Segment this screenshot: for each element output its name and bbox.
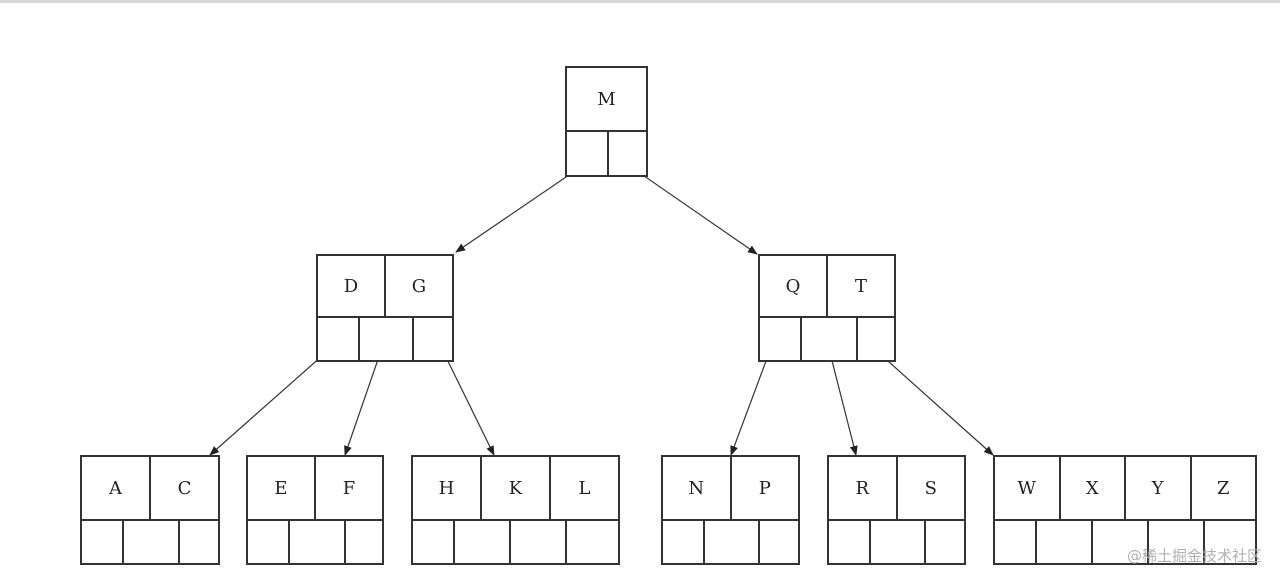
- pointer-divider: [344, 521, 346, 563]
- node-key: W: [1017, 477, 1036, 499]
- pointer-divider: [607, 132, 609, 175]
- node-pointers: [318, 318, 452, 360]
- tree-node-m: M: [565, 66, 648, 177]
- node-pointers: [248, 521, 382, 563]
- edge-n-qt-to-n-wxyz: [869, 344, 994, 456]
- pointer-divider: [869, 521, 871, 563]
- node-pointers: [760, 318, 894, 360]
- node-key: Y: [1124, 457, 1190, 519]
- node-pointers: [413, 521, 618, 563]
- node-key: R: [855, 477, 870, 499]
- node-key: Q: [785, 275, 801, 297]
- pointer-divider: [565, 521, 567, 563]
- node-key: S: [895, 457, 965, 519]
- node-key: C: [149, 457, 218, 519]
- pointer-divider: [1091, 521, 1093, 563]
- node-key: P: [729, 457, 799, 519]
- node-key: T: [826, 256, 894, 316]
- node-pointers: [829, 521, 964, 563]
- top-border: [0, 0, 1280, 3]
- edge-n-dg-to-n-hkl: [439, 344, 495, 456]
- node-key: F: [314, 457, 382, 519]
- pointer-divider: [924, 521, 926, 563]
- edge-n-dg-to-n-ef: [344, 344, 384, 456]
- node-key: Z: [1189, 457, 1256, 519]
- pointer-divider: [703, 521, 705, 563]
- node-key: L: [549, 457, 618, 519]
- pointer-divider: [1203, 521, 1205, 563]
- node-pointers: [567, 132, 646, 175]
- pointer-divider: [453, 521, 455, 563]
- node-key: A: [109, 477, 122, 499]
- edge-n-qt-to-n-np: [730, 344, 773, 456]
- pointer-divider: [856, 318, 858, 360]
- pointer-divider: [1035, 521, 1037, 563]
- node-key: M: [597, 88, 616, 110]
- node-key: H: [438, 477, 455, 499]
- pointer-divider: [412, 318, 414, 360]
- node-key: N: [688, 477, 705, 499]
- edge-n-qt-to-n-rs: [827, 344, 858, 456]
- node-key: G: [384, 256, 452, 316]
- pointer-divider: [358, 318, 360, 360]
- node-key: X: [1058, 457, 1125, 519]
- node-keys: M: [567, 68, 646, 132]
- pointer-divider: [178, 521, 180, 563]
- pointer-divider: [288, 521, 290, 563]
- node-pointers: [663, 521, 798, 563]
- node-key: D: [343, 275, 359, 297]
- node-key: E: [274, 477, 288, 499]
- watermark: @稀土掘金技术社区: [1126, 547, 1262, 565]
- node-pointers: [995, 521, 1255, 563]
- pointer-divider: [1147, 521, 1149, 563]
- pointer-divider: [122, 521, 124, 563]
- pointer-divider: [509, 521, 511, 563]
- node-key: K: [480, 457, 549, 519]
- node-pointers: [82, 521, 218, 563]
- pointer-divider: [758, 521, 760, 563]
- pointer-divider: [800, 318, 802, 360]
